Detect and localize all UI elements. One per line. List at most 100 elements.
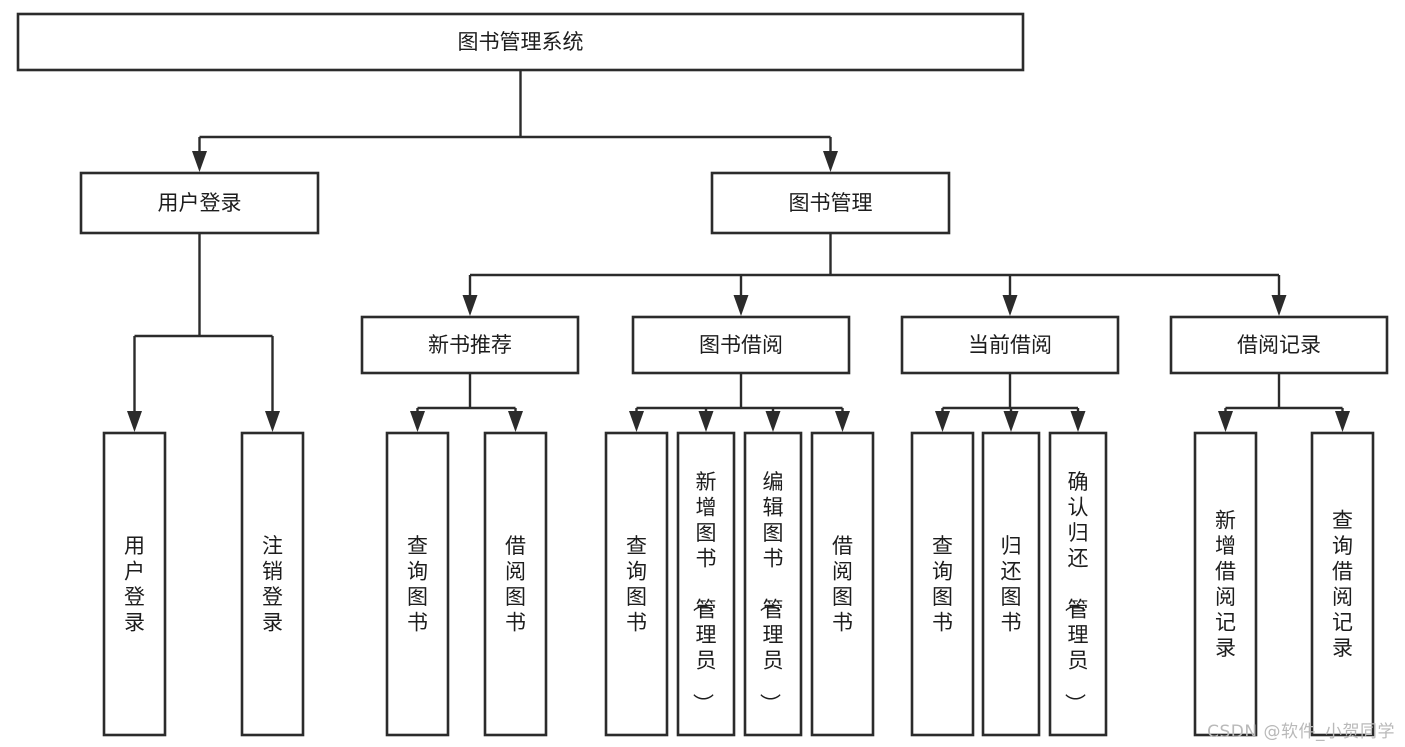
node-label-leaf-query-book-rec: 查询图书 — [407, 534, 428, 635]
node-book-management[interactable]: 图书管理 — [710, 171, 951, 235]
connector-group-book-borrow — [629, 373, 850, 432]
node-label-char: 图 — [763, 521, 784, 545]
node-box-borrow-record[interactable] — [1169, 315, 1389, 375]
node-label-char: 认 — [1068, 496, 1089, 520]
node-box-leaf-borrow-book[interactable] — [810, 431, 875, 737]
node-label-char: 记 — [1332, 610, 1353, 634]
node-label-char: 理 — [763, 623, 784, 647]
arrow-head-icon — [935, 411, 950, 432]
node-label-char: 书 — [832, 610, 853, 634]
arrow-head-icon — [629, 411, 644, 432]
node-label-char: 户 — [124, 559, 145, 583]
node-root[interactable]: 图书管理系统 — [16, 12, 1025, 72]
connector-group-root — [192, 70, 838, 172]
node-box-root[interactable] — [16, 12, 1025, 72]
arrow-head-icon — [1070, 411, 1086, 432]
node-box-leaf-return-book[interactable] — [981, 431, 1041, 737]
node-label-char: 图 — [696, 521, 717, 545]
csdn-watermark: CSDN @软件_小贺同学 — [1207, 722, 1395, 742]
node-leaf-return-book[interactable]: 归还图书 — [981, 431, 1041, 737]
node-box-leaf-query-book-borrow[interactable] — [604, 431, 669, 737]
node-label-char: 借 — [1215, 559, 1236, 583]
node-leaf-confirm-return-admin[interactable]: 确认归还（管理员） — [1048, 431, 1108, 737]
node-label-char: 还 — [1068, 547, 1089, 571]
node-label-char: 确 — [1068, 470, 1089, 494]
node-box-leaf-query-borrow-record[interactable] — [1310, 431, 1375, 737]
node-label-char: 询 — [407, 559, 428, 583]
node-label-char: （ — [758, 591, 782, 612]
node-label-char: 辑 — [763, 496, 784, 520]
node-box-leaf-query-book-rec[interactable] — [385, 431, 450, 737]
node-box-leaf-add-book-admin[interactable] — [676, 431, 736, 737]
node-box-leaf-user-login[interactable] — [102, 431, 167, 737]
node-box-user-login[interactable] — [79, 171, 320, 235]
node-box-book-borrow[interactable] — [631, 315, 851, 375]
node-label-char: 书 — [932, 610, 953, 634]
node-label-char: 借 — [832, 534, 853, 558]
node-new-book-recommend[interactable]: 新书推荐 — [360, 315, 580, 375]
node-box-leaf-query-book-current[interactable] — [910, 431, 975, 737]
node-leaf-user-login[interactable]: 用户登录 — [102, 431, 167, 737]
node-label-char: 录 — [124, 610, 145, 634]
arrow-head-icon — [1002, 295, 1018, 316]
node-label-char: （ — [691, 591, 715, 612]
node-box-book-management[interactable] — [710, 171, 951, 235]
node-leaf-query-book-rec[interactable]: 查询图书 — [385, 431, 450, 737]
node-label-char: 管 — [763, 598, 784, 622]
node-leaf-borrow-book[interactable]: 借阅图书 — [810, 431, 875, 737]
node-borrow-record[interactable]: 借阅记录 — [1169, 315, 1389, 375]
node-label-leaf-query-book-borrow: 查询图书 — [626, 534, 647, 635]
node-label-char: 注 — [262, 534, 283, 558]
node-label-char: 管 — [1068, 598, 1089, 622]
node-label-char: 书 — [696, 547, 717, 571]
node-label-char: 登 — [124, 585, 145, 609]
node-label-book-borrow: 图书借阅 — [699, 333, 783, 357]
node-box-leaf-edit-book-admin[interactable] — [743, 431, 803, 737]
node-box-leaf-logout-login[interactable] — [240, 431, 305, 737]
node-user-login[interactable]: 用户登录 — [79, 171, 320, 235]
node-box-leaf-add-borrow-record[interactable] — [1193, 431, 1258, 737]
node-book-borrow[interactable]: 图书借阅 — [631, 315, 851, 375]
node-label-char: 阅 — [1332, 585, 1353, 609]
node-label-leaf-borrow-book-rec: 借阅图书 — [505, 534, 526, 635]
node-label-current-borrow: 当前借阅 — [968, 333, 1052, 357]
node-label-char: 阅 — [832, 559, 853, 583]
arrow-head-icon — [835, 411, 850, 432]
node-leaf-add-borrow-record[interactable]: 新增借阅记录 — [1193, 431, 1258, 737]
node-label-char: 录 — [1332, 636, 1353, 660]
node-leaf-query-borrow-record[interactable]: 查询借阅记录 — [1310, 431, 1375, 737]
node-box-current-borrow[interactable] — [900, 315, 1120, 375]
connector-group-book-management — [462, 233, 1287, 316]
node-leaf-add-book-admin[interactable]: 新增图书（管理员） — [676, 431, 736, 737]
node-current-borrow[interactable]: 当前借阅 — [900, 315, 1120, 375]
arrow-head-icon — [765, 411, 781, 432]
node-leaf-borrow-book-rec[interactable]: 借阅图书 — [483, 431, 548, 737]
node-label-char: 新 — [696, 470, 717, 494]
node-leaf-edit-book-admin[interactable]: 编辑图书（管理员） — [743, 431, 803, 737]
node-leaf-query-book-borrow[interactable]: 查询图书 — [604, 431, 669, 737]
node-box-new-book-recommend[interactable] — [360, 315, 580, 375]
node-label-char: 查 — [626, 534, 647, 558]
node-label-char: 借 — [1332, 559, 1353, 583]
arrow-head-icon — [698, 411, 714, 432]
node-label-char: 查 — [932, 534, 953, 558]
node-label-char: 增 — [1215, 534, 1236, 558]
node-label-leaf-return-book: 归还图书 — [1001, 534, 1022, 635]
node-label-char: 阅 — [505, 559, 526, 583]
node-label-leaf-add-borrow-record: 新增借阅记录 — [1215, 508, 1236, 660]
node-label-book-management: 图书管理 — [789, 191, 873, 215]
connector-group-new-book-recommend — [410, 373, 523, 432]
node-label-char: ） — [691, 693, 715, 714]
node-label-leaf-edit-book-admin: 编辑图书（管理员） — [758, 470, 784, 714]
node-leaf-query-book-current[interactable]: 查询图书 — [910, 431, 975, 737]
node-box-leaf-confirm-return-admin[interactable] — [1048, 431, 1108, 737]
node-label-borrow-record: 借阅记录 — [1237, 333, 1321, 357]
node-label-char: 管 — [696, 598, 717, 622]
node-label-char: （ — [1063, 591, 1087, 612]
node-leaf-logout-login[interactable]: 注销登录 — [240, 431, 305, 737]
node-box-leaf-borrow-book-rec[interactable] — [483, 431, 548, 737]
arrow-head-icon — [192, 151, 207, 172]
connector-group-user-login — [127, 233, 280, 432]
node-label-char: 记 — [1215, 610, 1236, 634]
